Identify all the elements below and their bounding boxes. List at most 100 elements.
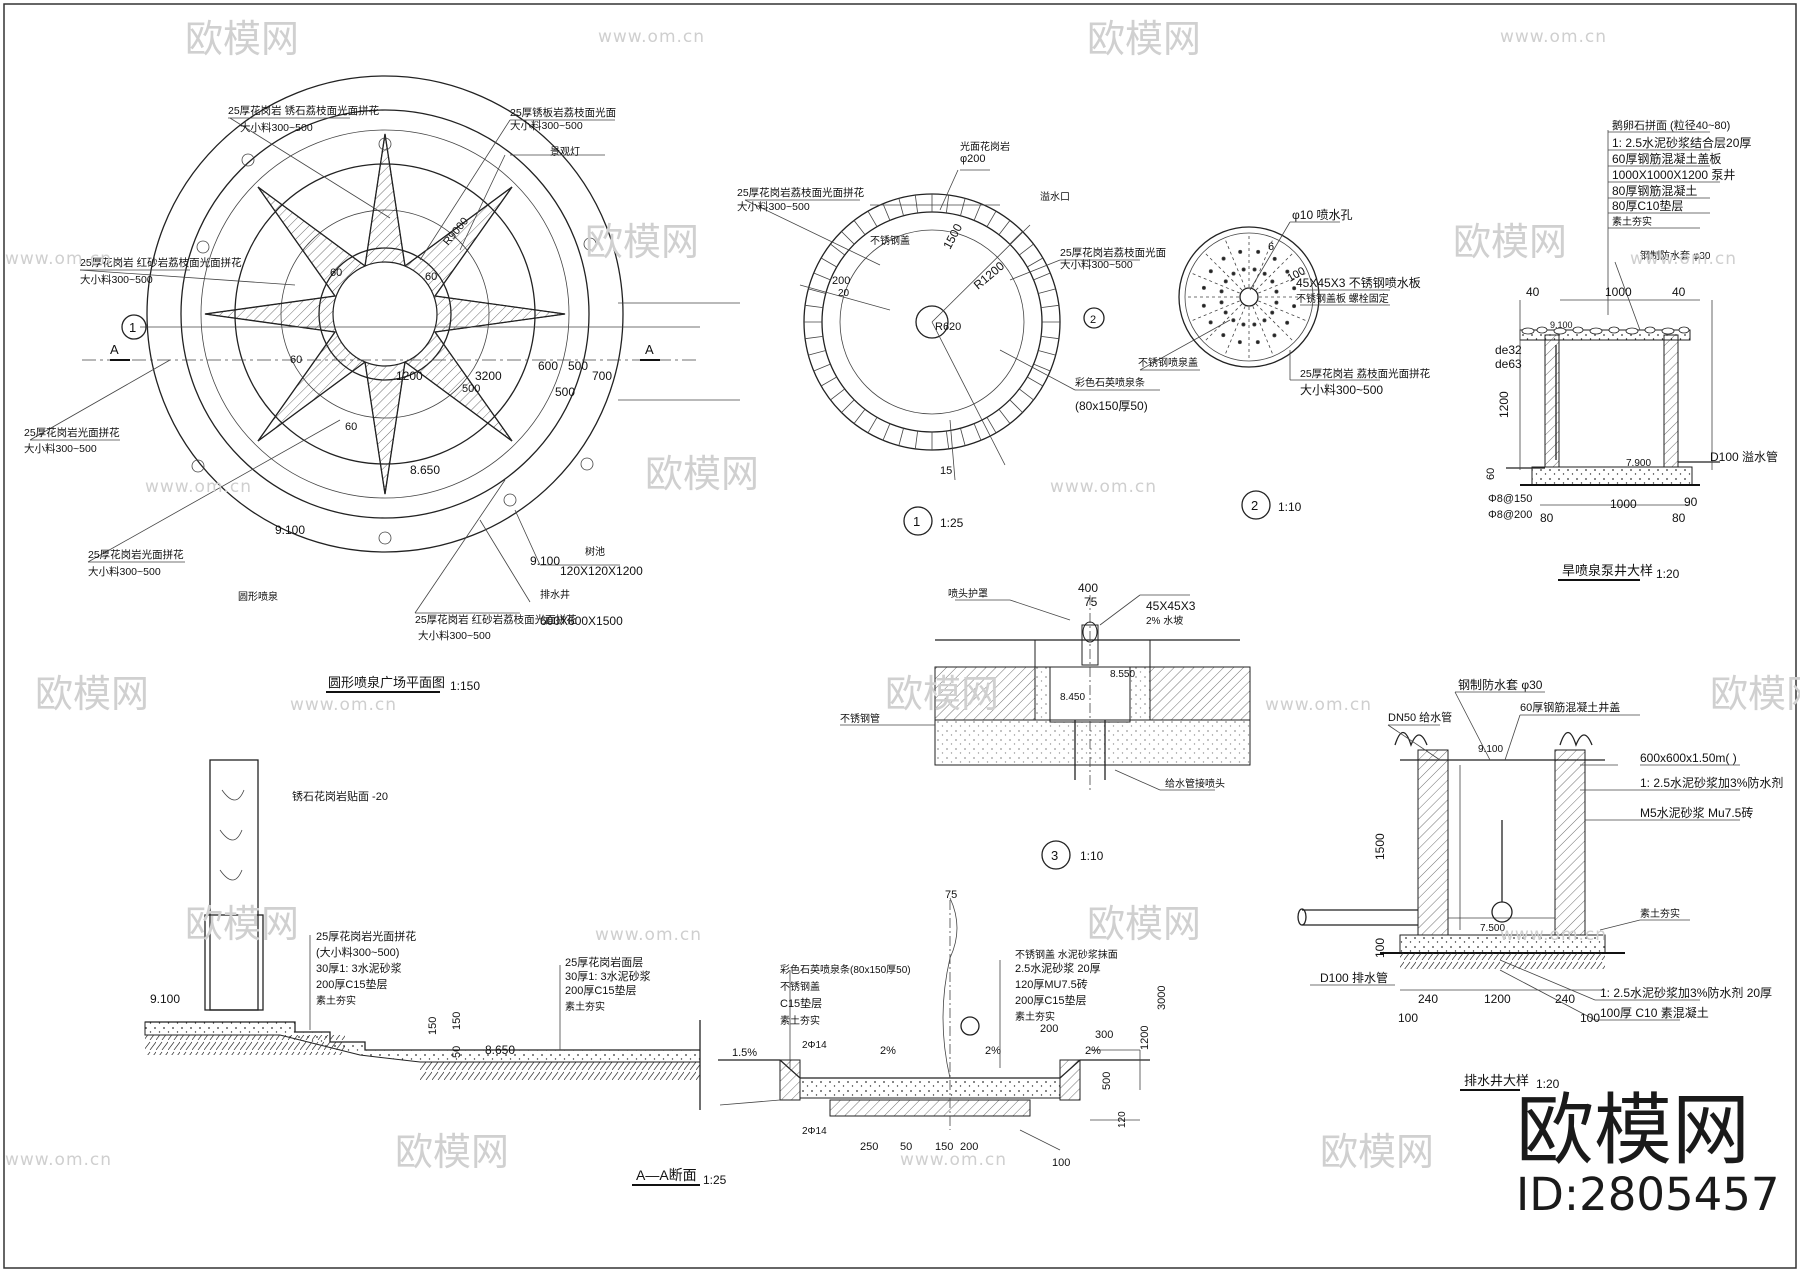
drain-note-3: 600x600x1.50m( ) xyxy=(1640,751,1737,765)
detail-1-note-2: 光面花岗岩 xyxy=(960,140,1010,153)
detail-2-note-0: φ10 喷水孔 xyxy=(1292,208,1352,222)
section-title: A—A断面 xyxy=(636,1167,697,1183)
drain-well-detail: 钢制防水套 φ30 60厚钢筋混凝土井盖 DN50 给水管 600x600x1.… xyxy=(1297,677,1783,1091)
drain-note-5: M5水泥砂浆 Mu7.5砖 xyxy=(1640,805,1753,820)
section-note-left-0: 锈石花岗岩贴面 -20 xyxy=(292,789,388,803)
detail-3-note-2: 2% 水坡 xyxy=(1146,614,1183,627)
curb-block-line xyxy=(853,409,866,424)
nozzle-hole xyxy=(1262,318,1267,323)
plan-note-14: 120X120X1200 xyxy=(560,564,643,578)
section-aa: 锈石花岗岩贴面 -20 25厚花岗岩光面拼花 (大小料300~500) 30厚1… xyxy=(144,759,1168,1187)
nozzle-spoke xyxy=(1252,237,1274,288)
detail-2-note-3: 不锈钢喷泉盖 xyxy=(1138,356,1198,369)
nozzle-hole xyxy=(1270,310,1275,315)
detail-2-note-2: 不锈钢盖板 螺栓固定 xyxy=(1296,292,1389,305)
nozzle-spoke xyxy=(1258,300,1309,322)
plan-note-5: 大小料300~500 xyxy=(80,273,153,286)
dry-pump-dim-2: 40 xyxy=(1672,285,1686,299)
detail-3-note-3: 不锈钢管 xyxy=(840,712,880,725)
plan-note-4: 25厚花岗岩 红砂岩荔枝面光面拼花 xyxy=(80,256,242,269)
corner-id: ID:2805457 xyxy=(1516,1168,1780,1221)
detail-1-note-1: 大小料300~500 xyxy=(737,200,810,213)
watermark-url-10: www.om.cn xyxy=(5,1150,112,1170)
detail-1: 2 25厚花岗岩荔枝面光面拼花 大小料300~500 光面花岗岩 φ200 溢水… xyxy=(737,140,1166,536)
section-note-left-2: (大小料300~500) xyxy=(316,945,399,959)
plan-leaders xyxy=(29,117,620,614)
section-dim-3: 50 xyxy=(451,1046,463,1058)
section-note-left-4: 200厚C15垫层 xyxy=(316,977,388,991)
detail-3-dim-3: 8.450 xyxy=(1060,692,1085,703)
dry-pump-layer-5: 80厚C10垫层 xyxy=(1612,198,1683,213)
nozzle-hole xyxy=(1292,286,1297,291)
drain-dim-0: 9.100 xyxy=(1478,744,1503,755)
section-note-pool-0: 彩色石英喷泉条(80x150厚50) xyxy=(780,963,911,976)
detail-2-note-1: 45X45X3 不锈钢喷水板 xyxy=(1296,276,1421,290)
section-dim-0: 9.100 xyxy=(150,992,180,1006)
dry-pump-layer-1: 1: 2.5水泥砂浆结合层20厚 xyxy=(1612,135,1751,150)
drain-dim-4: 240 xyxy=(1418,992,1438,1006)
dry-pump-dim-5: 1200 xyxy=(1497,391,1511,418)
watermark-brand-10: 欧模网 xyxy=(395,1130,509,1174)
drain-layer-0: 1: 2.5水泥砂浆加3%防水剂 20厚 xyxy=(1600,985,1772,1000)
detail-1-note-10: 20 xyxy=(838,288,850,299)
sheet-border xyxy=(3,3,1797,1269)
drain-title: 排水井大样 xyxy=(1464,1073,1529,1088)
watermark-brand-5: 欧模网 xyxy=(35,672,149,716)
section-dim-7: 2% xyxy=(985,1045,1001,1057)
curb-block-line xyxy=(945,195,950,213)
curb-block-line xyxy=(986,417,997,434)
nozzle-hole xyxy=(1262,271,1267,276)
section-mark-right: A xyxy=(645,342,654,357)
curb-block-line xyxy=(1033,272,1051,281)
nozzle-hole xyxy=(1231,318,1236,323)
dry-pump-dim-12: 60 xyxy=(1485,468,1497,480)
detail-3-mark-circle xyxy=(1041,840,1071,870)
section-dim-9: 75 xyxy=(945,889,957,901)
nozzle-spoke xyxy=(1252,306,1274,357)
section-note-pool-3: 素土夯实 xyxy=(780,1014,820,1027)
curb-block-line xyxy=(830,388,845,401)
section-dim-10: 3000 xyxy=(1156,986,1168,1010)
detail-3-note-4: 给水管接喷头 xyxy=(1165,777,1225,790)
curb-block-line xyxy=(1009,231,1023,245)
nozzle-hole xyxy=(1285,269,1290,274)
section-note-pool-2: C15垫层 xyxy=(780,996,822,1010)
detail-2-dim-0: 6 xyxy=(1268,241,1274,253)
nozzle-hole xyxy=(1241,267,1246,272)
nozzle-spoke xyxy=(1203,251,1243,291)
dry-pump-dim-9: 1000 xyxy=(1610,497,1637,511)
dry-pump-dim-0: 40 xyxy=(1526,285,1540,299)
curb-block-line xyxy=(1041,335,1059,340)
nozzle-hole xyxy=(1219,289,1224,294)
drain-note-0: 钢制防水套 φ30 xyxy=(1458,677,1543,692)
section-dim-19: 200 xyxy=(960,1141,978,1153)
dry-pump-scale: 1:20 xyxy=(1656,567,1680,581)
watermark-brand-1: 欧模网 xyxy=(1087,17,1201,61)
section-note-right-0: 不锈钢盖 水泥砂浆抹面 xyxy=(1015,948,1118,961)
plan-dim-2: 600 xyxy=(538,359,558,373)
dry-pump-layer-6: 素土夯实 xyxy=(1612,215,1652,228)
nozzle-spoke xyxy=(1255,251,1295,291)
section-dim-17: 50 xyxy=(900,1141,912,1153)
curb-block-line xyxy=(1019,243,1034,256)
nozzle-hole xyxy=(1255,340,1260,345)
curb-block-line xyxy=(998,220,1011,235)
watermark-url-1: www.om.cn xyxy=(1500,27,1607,47)
detail-3-dim-0: 400 xyxy=(1078,581,1098,595)
section-note-mid-0: 25厚花岗岩面层 xyxy=(565,955,643,969)
dry-pump-dim-13: Φ8@150 xyxy=(1488,493,1532,505)
plan-note-8: 25厚花岗岩光面拼花 xyxy=(88,548,184,561)
drain-dim-5: 1200 xyxy=(1484,992,1511,1006)
watermark-brand-2: 欧模网 xyxy=(1453,220,1567,264)
curb-block-line xyxy=(820,376,837,387)
nozzle-spoke xyxy=(1258,272,1309,294)
watermark-url-6: www.om.cn xyxy=(290,695,397,715)
curb-block-line xyxy=(1041,304,1059,309)
plan-note-2: 25厚锈板岩荔枝面光面 xyxy=(510,106,616,119)
drain-note-1: 60厚钢筋混凝土井盖 xyxy=(1520,700,1620,714)
section-mark-left: A xyxy=(110,342,119,357)
detail-2-mark: 2 xyxy=(1251,498,1258,513)
plan-scale: 1:150 xyxy=(450,679,480,693)
watermark-brand-3: 欧模网 xyxy=(585,220,699,264)
nozzle-spoke xyxy=(1189,300,1240,322)
